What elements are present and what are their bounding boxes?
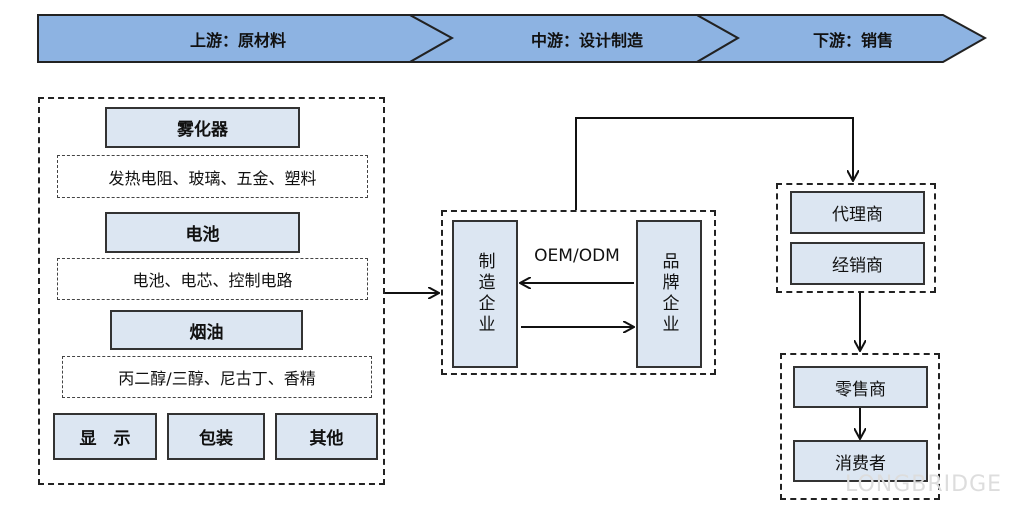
agent-box: 代理商 <box>790 191 925 234</box>
battery-materials: 电池、电芯、控制电路 <box>57 258 368 300</box>
retail-group <box>780 353 940 500</box>
atomizer-materials: 发热电阻、玻璃、五金、塑料 <box>57 155 368 198</box>
manufacturer-box: 制造企业 <box>452 220 518 368</box>
battery-box: 电池 <box>105 212 300 253</box>
stage-midstream-label: 中游：设计制造 <box>530 30 643 50</box>
atomizer-box: 雾化器 <box>105 107 300 148</box>
arrow-mid-to-downstream <box>575 117 853 210</box>
midstream-group <box>441 210 716 375</box>
stage-downstream-label: 下游：销售 <box>812 30 893 50</box>
packaging-box: 包装 <box>167 413 265 460</box>
stage-upstream-label: 上游：原材料 <box>189 30 286 50</box>
stage-arrow-downstream <box>693 14 988 63</box>
e-liquid-box: 烟油 <box>110 310 303 350</box>
agent-group <box>776 183 936 293</box>
e-liquid-materials: 丙二醇/三醇、尼古丁、香精 <box>62 356 372 398</box>
brand-box: 品牌企业 <box>636 220 702 368</box>
brand-label: 品牌企业 <box>658 252 679 336</box>
upstream-group <box>38 97 385 485</box>
distributor-box: 经销商 <box>790 242 925 285</box>
watermark: LONGBRIDGE <box>845 472 1003 497</box>
others-box: 其他 <box>275 413 378 460</box>
consumer-box: 消费者 <box>793 440 928 482</box>
retailer-box: 零售商 <box>793 366 928 408</box>
manufacturer-label: 制造企业 <box>474 252 495 336</box>
oem-odm-label: OEM/ODM <box>534 246 620 266</box>
display-box: 显 示 <box>53 413 157 460</box>
